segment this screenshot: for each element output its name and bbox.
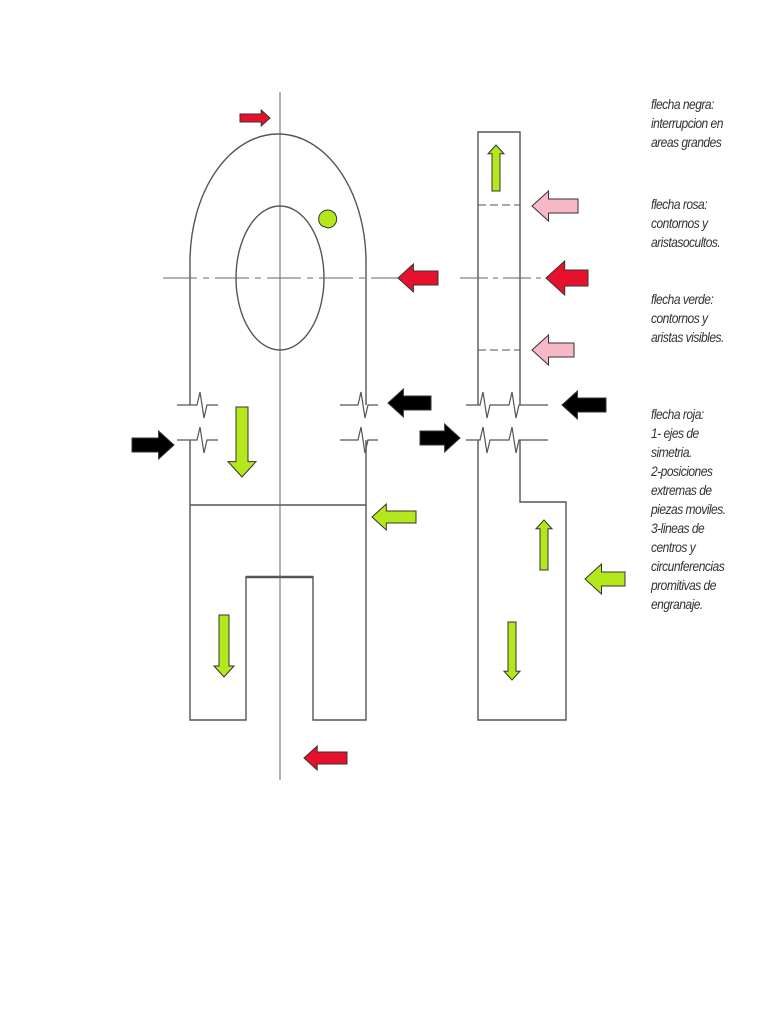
green-arrow-icon xyxy=(212,614,236,678)
side-view-top-outline xyxy=(477,131,521,405)
green-arrow-icon xyxy=(226,406,258,478)
red-arrow-icon xyxy=(397,262,439,294)
side-view-break-lines xyxy=(466,391,548,454)
legend-pink-line: aristasocultos. xyxy=(651,234,721,250)
legend-red-arrow: flecha roja: 1- ejes de simetria. 2-posicio… xyxy=(651,405,747,614)
green-arrow-icon xyxy=(371,502,417,532)
green-arrow-icon xyxy=(502,621,522,681)
front-view-break-lines xyxy=(177,391,378,454)
black-arrow-icon xyxy=(131,429,175,461)
legend-red-line: centros y xyxy=(651,539,696,555)
legend-red-line: 2-posiciones xyxy=(651,463,713,479)
black-arrow-icon xyxy=(419,422,461,454)
black-arrow-icon xyxy=(561,389,607,421)
legend-black-line: areas grandes xyxy=(651,134,722,150)
green-arrow-icon xyxy=(486,144,506,192)
pink-arrow-icon xyxy=(531,189,579,223)
green-dot-icon xyxy=(318,209,338,229)
legend-black-line: interrupcion en xyxy=(651,115,723,131)
front-view-top-outline xyxy=(189,133,367,405)
legend-pink-arrow: flecha rosa: contornos y aristasocultos. xyxy=(651,195,747,252)
legend-red-line: 3-lineas de xyxy=(651,520,705,536)
red-arrow-icon xyxy=(303,744,348,772)
legend-red-line: circunferencias xyxy=(651,558,725,574)
front-view-fork-outline xyxy=(189,505,367,721)
legend-red-line: piezas moviles. xyxy=(651,501,726,517)
arrows xyxy=(131,108,626,772)
red-arrow-icon xyxy=(545,259,589,297)
black-arrow-icon xyxy=(387,387,432,419)
green-arrow-icon xyxy=(584,562,626,596)
legend-red-line: flecha roja: xyxy=(651,406,704,422)
legend-black-arrow: flecha negra: interrupcion en areas grande… xyxy=(651,95,747,152)
green-arrow-icon xyxy=(534,519,554,571)
legend-red-line: 1- ejes de xyxy=(651,425,699,441)
legend-pink-line: contornos y xyxy=(651,215,708,231)
front-view xyxy=(177,133,378,721)
legend-black-line: flecha negra: xyxy=(651,96,714,112)
side-view xyxy=(466,131,567,721)
front-view-center-lines xyxy=(163,92,400,780)
legend-pink-line: flecha rosa: xyxy=(651,196,708,212)
legend-green-line: contornos y xyxy=(651,310,708,326)
legend-red-line: simetria. xyxy=(651,444,692,460)
legend-red-line: engranaje. xyxy=(651,596,703,612)
red-arrow-icon xyxy=(239,108,271,128)
legend-red-line: extremas de xyxy=(651,482,712,498)
legend-green-line: flecha verde: xyxy=(651,291,714,307)
legend-red-line: promitivas de xyxy=(651,577,716,593)
side-view-bottom-outline xyxy=(477,440,567,721)
pink-arrow-icon xyxy=(531,333,575,367)
legend-green-arrow: flecha verde: contornos y aristas visibles… xyxy=(651,290,747,347)
legend-green-line: aristas visibles. xyxy=(651,329,724,345)
